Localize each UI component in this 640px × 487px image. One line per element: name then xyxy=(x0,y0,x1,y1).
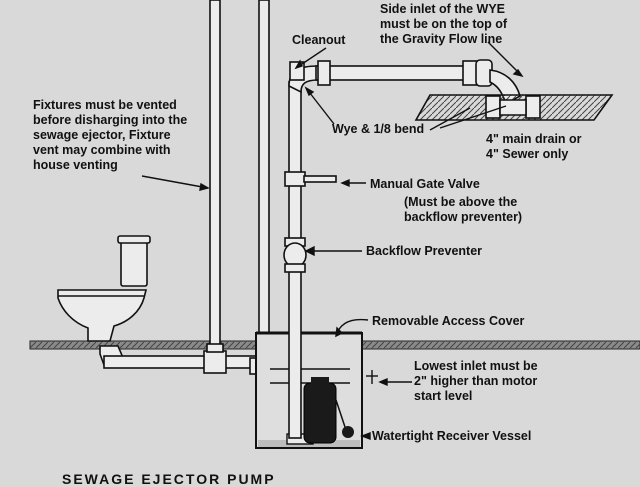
label-gate-valve-note: (Must be above the backflow preventer) xyxy=(404,195,523,224)
label-fixtures-vented: Fixtures must be vented before dishargin… xyxy=(33,98,188,172)
label-wye-bend: Wye & 1/8 bend xyxy=(332,122,425,136)
main-drain-pipe xyxy=(414,94,614,121)
label-receiver-vessel: Watertight Receiver Vessel xyxy=(372,429,532,443)
label-access-cover: Removable Access Cover xyxy=(372,314,525,328)
toilet xyxy=(57,235,151,342)
vent-pipes xyxy=(209,0,270,353)
label-main-drain: 4" main drain or 4" Sewer only xyxy=(486,132,582,161)
fixture-drain-pipe xyxy=(99,343,265,375)
label-backflow: Backflow Preventer xyxy=(366,244,483,258)
label-cleanout: Cleanout xyxy=(292,33,346,47)
ejector-pump xyxy=(286,377,354,445)
label-gate-valve: Manual Gate Valve xyxy=(370,177,480,191)
leader-arrows xyxy=(141,41,524,441)
label-side-inlet: Side inlet of the WYE must be on the top… xyxy=(380,2,508,46)
label-lowest-inlet: Lowest inlet must be 2" higher than moto… xyxy=(414,359,538,403)
